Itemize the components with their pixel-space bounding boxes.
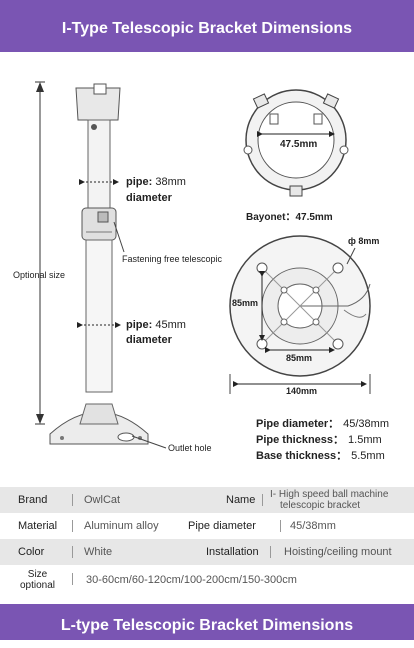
bayonet-ring bbox=[243, 89, 349, 197]
installation-value: Hoisting/ceiling mount bbox=[284, 546, 392, 558]
lower-pipe bbox=[85, 239, 113, 393]
pipe-diameter-label: Pipe diameter bbox=[188, 520, 256, 532]
name-label: Name bbox=[226, 494, 256, 506]
footer-banner: L-type Telescopic Bracket Dimensions bbox=[0, 604, 414, 640]
hole-diameter-label: ф 8mm bbox=[348, 236, 380, 246]
pipe-lower-label: pipe: 45mm bbox=[126, 319, 186, 331]
color-label: Color bbox=[18, 546, 45, 558]
pipe-lower-diameter: diameter bbox=[126, 334, 172, 346]
size-value: 30-60cm/60-120cm/100-200cm/150-300cm bbox=[86, 574, 297, 586]
brand-value: OwlCat bbox=[84, 494, 121, 506]
table-row: Color White Installation Hoisting/ceilin… bbox=[0, 539, 414, 565]
color-value: White bbox=[84, 546, 113, 558]
screw-icon bbox=[91, 124, 97, 130]
material-value: Aluminum alloy bbox=[84, 520, 159, 532]
brand-label: Brand bbox=[18, 494, 48, 506]
page-title: I-Type Telescopic Bracket Dimensions bbox=[61, 20, 353, 37]
base-total-label: 140mm bbox=[286, 386, 318, 396]
outlet-hole bbox=[117, 432, 135, 442]
outlet-hole-label: Outlet hole bbox=[168, 443, 212, 453]
spec-line: Pipe diameter：45/38mm bbox=[256, 418, 389, 430]
bracket-drawing bbox=[35, 81, 371, 449]
base-vertical-label: 85mm bbox=[232, 298, 259, 308]
bayonet-caption: Bayonet：47.5mm bbox=[246, 212, 333, 223]
optional-size-label: Optional size bbox=[13, 270, 66, 280]
spec-table: Brand OwlCat Name I- High speed ball mac… bbox=[0, 487, 414, 599]
fastening-label: Fastening free telescopic bbox=[122, 254, 223, 264]
spec-line: Pipe thickness：1.5mm bbox=[256, 434, 382, 446]
footer-title: L-type Telescopic Bracket Dimensions bbox=[60, 617, 354, 634]
dimension-diagram: pipe: 38mm diameter Fastening free teles… bbox=[0, 52, 414, 482]
material-label: Material bbox=[18, 520, 58, 532]
pipe-diameter-value: 45/38mm bbox=[290, 520, 336, 532]
pipe-upper-label: pipe: 38mm bbox=[126, 176, 186, 188]
table-row: Material Aluminum alloy Pipe diameter 45… bbox=[0, 513, 414, 539]
upper-pipe bbox=[87, 119, 111, 209]
pipe-upper-diameter: diameter bbox=[126, 192, 172, 204]
base-horizontal-label: 85mm bbox=[286, 353, 313, 363]
title-banner: I-Type Telescopic Bracket Dimensions bbox=[0, 0, 414, 52]
bayonet-inner-label: 47.5mm bbox=[280, 139, 318, 150]
table-row: Brand OwlCat Name I- High speed ball mac… bbox=[0, 487, 414, 513]
spec-summary: Pipe diameter：45/38mm Pipe thickness：1.5… bbox=[256, 416, 389, 464]
installation-label: Installation bbox=[206, 546, 259, 558]
base-top-view bbox=[229, 235, 371, 394]
spec-line: Base thickness：5.5mm bbox=[256, 450, 385, 462]
